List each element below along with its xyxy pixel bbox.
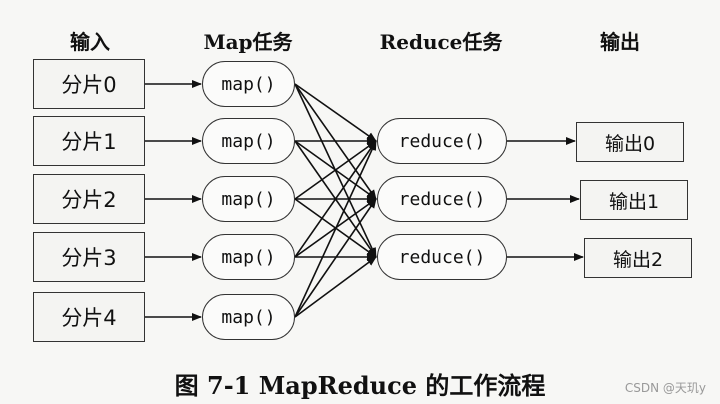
map-task-1: map() <box>202 118 295 164</box>
figure-caption: 图 7-1 MapReduce 的工作流程 <box>174 371 546 400</box>
split-box-1: 分片1 <box>33 116 145 166</box>
arrow-map0-to-reduce0 <box>294 83 377 142</box>
watermark: CSDN @天玑y <box>624 381 706 395</box>
map-task-4: map() <box>202 294 295 340</box>
split-box-4: 分片4 <box>33 292 145 342</box>
reduce-task-0: reduce() <box>377 118 507 164</box>
arrow-map4-to-reduce2 <box>294 256 377 318</box>
output-box-0: 输出0 <box>576 122 684 162</box>
output-box-1: 输出1 <box>580 180 688 220</box>
arrow-map2-to-reduce0 <box>294 140 377 200</box>
reduce-task-1: reduce() <box>377 176 507 222</box>
split-box-2: 分片2 <box>33 174 145 224</box>
arrow-map4-to-reduce0 <box>294 140 377 318</box>
header-reduce: Reduce任务 <box>379 30 503 54</box>
arrow-map3-to-reduce0 <box>294 140 377 258</box>
header-map: Map任务 <box>203 30 293 54</box>
map-task-0: map() <box>202 61 295 107</box>
split-box-3: 分片3 <box>33 232 145 282</box>
arrow-map4-to-reduce1 <box>294 198 377 318</box>
output-box-2: 输出2 <box>584 238 692 278</box>
split-box-0: 分片0 <box>33 59 145 109</box>
header-output: 输出 <box>600 30 640 54</box>
map-task-3: map() <box>202 234 295 280</box>
header-input: 输入 <box>70 30 110 54</box>
reduce-task-2: reduce() <box>377 234 507 280</box>
map-task-2: map() <box>202 176 295 222</box>
